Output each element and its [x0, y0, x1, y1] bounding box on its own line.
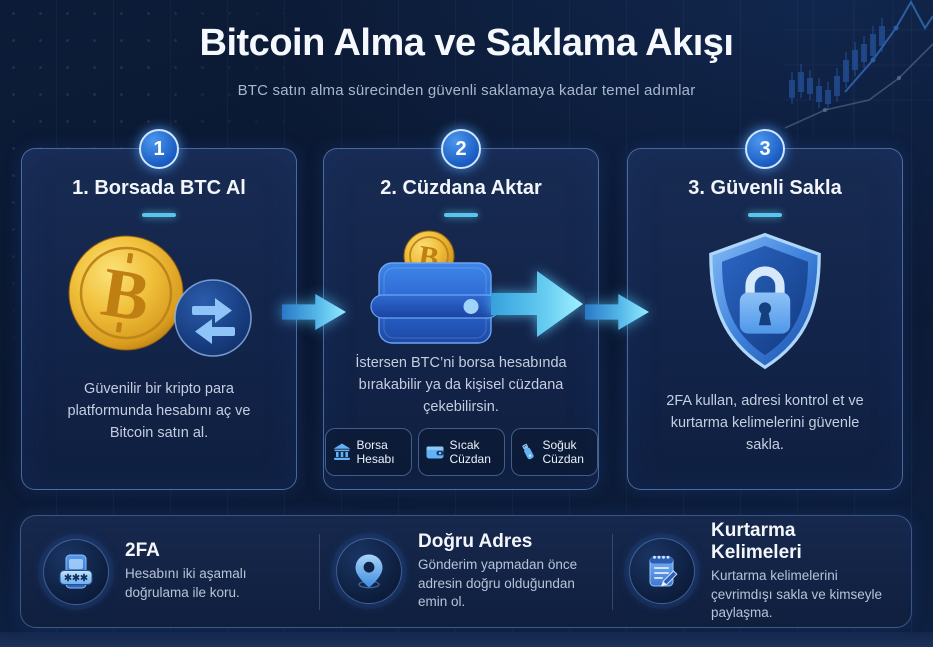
- location-pin-icon: [355, 554, 383, 589]
- bitcoin-coin-exchange-icon: B: [64, 229, 254, 361]
- tip-2fa: 2FA Hesabını iki aşamalı doğrulama ile k…: [43, 538, 303, 605]
- page-subtitle: BTC satın alma sürecinden güvenli saklam…: [237, 82, 696, 99]
- notepad-pencil-icon: [649, 556, 678, 588]
- step-card-transfer-wallet: 2 2. Cüzdana Aktar: [323, 129, 599, 490]
- step-number-badge: 3: [745, 129, 785, 169]
- step-description: 2FA kullan, adresi kontrol et ve kurtarm…: [666, 393, 864, 453]
- accent-underline: [444, 213, 478, 217]
- tip-title: Kurtarma Kelimeleri: [711, 519, 802, 563]
- step-title: 2. Cüzdana Aktar: [380, 177, 542, 199]
- step-description: İstersen BTC’ni borsa hesabında bırakabi…: [355, 355, 567, 415]
- chip-hot-wallet: Sıcak Cüzdan: [417, 428, 505, 477]
- wallet-icon: [426, 446, 443, 459]
- flow-arrow-step1-step2: [282, 292, 346, 332]
- tip-description: Kurtarma kelimelerini çevrimdışı sakla v…: [711, 567, 883, 621]
- step-number-badge: 1: [139, 129, 179, 169]
- step-title: 1. Borsada BTC Al: [72, 177, 246, 199]
- page-title: Bitcoin Alma ve Saklama Akışı: [199, 22, 734, 64]
- bank-icon: [333, 443, 350, 461]
- chip-cold-wallet: Soğuk Cüzdan: [510, 428, 598, 477]
- tip-recovery-words: Kurtarma Kelimeleri Kurtarma kelimelerin…: [629, 520, 889, 624]
- divider: [612, 533, 613, 610]
- shield-lock-icon: [690, 229, 840, 371]
- phone-2fa-icon: [59, 554, 93, 588]
- accent-underline: [142, 213, 176, 217]
- tip-icon-circle: [336, 538, 402, 605]
- step-card-buy-btc: 1 1. Borsada BTC Al: [21, 129, 297, 490]
- accent-underline: [748, 213, 782, 217]
- tip-icon-circle: [43, 538, 109, 605]
- security-tips-bar: 2FA Hesabını iki aşamalı doğrulama ile k…: [20, 515, 912, 628]
- step-card-secure-store: 3 3. Güvenli Sakla: [627, 129, 903, 490]
- divider: [319, 533, 320, 610]
- step-number-badge: 2: [441, 129, 481, 169]
- chip-label: Sıcak Cüzdan: [449, 437, 491, 467]
- step-description: Güvenilir bir kripto para platformunda h…: [67, 381, 251, 441]
- tip-title: 2FA: [125, 540, 160, 562]
- tip-description: Hesabını iki aşamalı doğrulama ile koru.: [125, 566, 247, 600]
- chip-exchange-account: Borsa Hesabı: [324, 428, 412, 477]
- wallet-option-chips: Borsa Hesabı Sıcak Cüzdan: [324, 428, 598, 477]
- wallet-bitcoin-arrow-icon: B: [337, 229, 585, 347]
- tip-icon-circle: [629, 538, 695, 605]
- flow-arrow-step2-step3: [585, 292, 649, 332]
- step-title: 3. Güvenli Sakla: [688, 177, 842, 199]
- tip-correct-address: Doğru Adres Gönderim yapmadan önce adres…: [336, 531, 596, 613]
- bottom-edge-strip: [0, 632, 933, 647]
- usb-drive-icon: [521, 444, 534, 460]
- tip-description: Gönderim yapmadan önce adresin doğru old…: [418, 556, 578, 610]
- candlestick-chart-decoration-icon: [783, 0, 933, 135]
- chip-label: Borsa Hesabı: [356, 437, 395, 467]
- chip-label: Soğuk Cüzdan: [542, 437, 584, 467]
- tip-title: Doğru Adres: [418, 530, 533, 552]
